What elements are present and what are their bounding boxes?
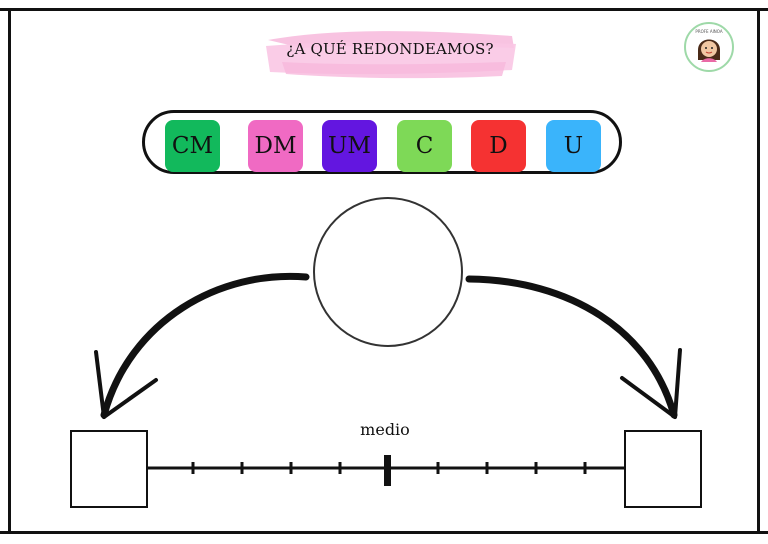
midpoint-tick — [384, 455, 391, 486]
left-arrow-curve — [100, 272, 310, 419]
place-value-label: CM — [171, 133, 214, 159]
pink-brush-stroke — [266, 31, 516, 79]
place-value-u: U — [546, 120, 601, 172]
page-title: ¿A QUÉ REDONDEAMOS? — [286, 40, 494, 58]
upper-bound-box[interactable] — [624, 430, 702, 508]
top-border — [0, 8, 768, 11]
number-line-ticks — [191, 462, 587, 474]
number-circle[interactable] — [313, 197, 463, 347]
profe-avatar-logo: PROFE AINOA — [684, 22, 734, 72]
title-banner: ¿A QUÉ REDONDEAMOS? — [262, 22, 518, 82]
place-value-um: UM — [322, 120, 377, 172]
place-value-label: U — [563, 133, 584, 159]
right-arrow-head-1 — [673, 348, 682, 419]
place-value-label: UM — [328, 133, 371, 159]
left-arrow-head-1 — [94, 350, 106, 419]
place-value-bar: CM DM UM C D U — [142, 110, 622, 174]
right-arrow-head-2 — [620, 376, 677, 419]
midpoint-label: medio — [360, 420, 410, 439]
right-arrow-curve — [465, 275, 678, 419]
place-value-c: C — [397, 120, 452, 172]
place-value-label: DM — [254, 133, 297, 159]
place-value-label: C — [415, 133, 434, 159]
right-border — [757, 8, 760, 534]
bottom-border — [0, 531, 768, 534]
lower-bound-box[interactable] — [70, 430, 148, 508]
place-value-d: D — [471, 120, 526, 172]
place-value-cm: CM — [165, 120, 220, 172]
place-value-label: D — [489, 133, 508, 159]
place-value-dm: DM — [248, 120, 303, 172]
left-arrow-head-2 — [102, 378, 158, 419]
left-border — [8, 8, 11, 534]
logo-text: PROFE AINOA — [695, 29, 722, 34]
